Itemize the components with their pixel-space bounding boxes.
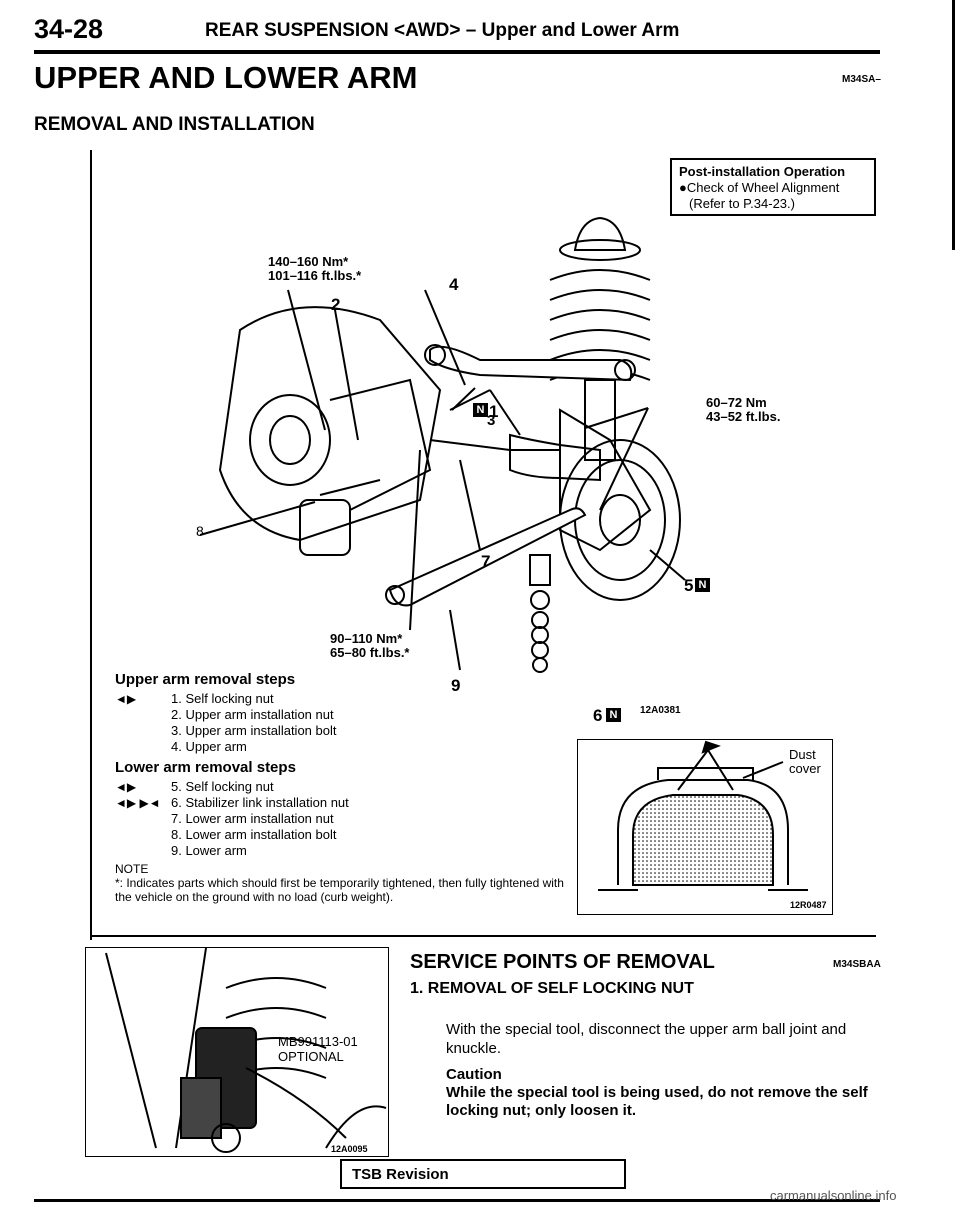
note: NOTE *: Indicates parts which should fir… xyxy=(115,862,575,904)
dust-figure-id: 12R0487 xyxy=(790,900,827,910)
post-installation-line1: ●Check of Wheel Alignment xyxy=(679,180,840,195)
special-tool-drawing xyxy=(105,947,387,1153)
torque-2-nm: 60–72 Nm xyxy=(706,395,767,410)
list-item: ◄▶ ▶◄6. Stabilizer link installation nut xyxy=(115,795,349,810)
new-part-mark-6: N xyxy=(606,708,621,722)
caution-label: Caution xyxy=(446,1066,502,1083)
tsb-revision-box: TSB Revision xyxy=(340,1159,626,1189)
watermark: carmanualsonline.info xyxy=(770,1188,897,1203)
dust-cover-label: Dust cover xyxy=(789,747,821,776)
header-rule xyxy=(34,50,880,54)
callout-9: 9 xyxy=(451,676,461,695)
special-tool-number: MB991113-01 xyxy=(278,1034,358,1049)
post-installation-box: Post-installation Operation ●Check of Wh… xyxy=(670,158,876,216)
callout-8: 8 xyxy=(196,523,204,539)
callout-5: 5 xyxy=(684,576,694,595)
callout-2: 2 xyxy=(331,295,341,314)
new-part-mark-1: N xyxy=(473,403,488,417)
section-code: M34SA– xyxy=(842,74,881,85)
list-item: ◄▶1. Self locking nut xyxy=(115,691,274,706)
side-rule xyxy=(952,0,955,250)
suspension-exploded-diagram xyxy=(199,216,686,673)
callout-7: 7 xyxy=(481,552,491,571)
service-title: SERVICE POINTS OF REMOVAL xyxy=(410,951,715,973)
dust-cover-inset: Dust cover 12R0487 xyxy=(577,739,833,915)
list-item: 7. Lower arm installation nut xyxy=(171,811,334,826)
service-subtitle: 1. REMOVAL OF SELF LOCKING NUT xyxy=(410,980,694,997)
section-vertical-rule xyxy=(90,150,92,940)
special-tool-note: OPTIONAL xyxy=(278,1049,344,1064)
torque-1-ft: 101–116 ft.lbs.* xyxy=(268,268,362,283)
header-title: REAR SUSPENSION <AWD> – Upper and Lower … xyxy=(205,20,680,41)
callout-4: 4 xyxy=(449,275,459,294)
list-item: 2. Upper arm installation nut xyxy=(171,707,334,722)
upper-steps-list: ◄▶1. Self locking nut 2. Upper arm insta… xyxy=(115,691,336,755)
callout-6: 6 xyxy=(593,706,603,725)
callout-1: 1 xyxy=(489,402,499,421)
subsection-title: REMOVAL AND INSTALLATION xyxy=(34,114,315,135)
post-installation-title: Post-installation Operation xyxy=(679,164,846,179)
list-item: ◄▶5. Self locking nut xyxy=(115,779,274,794)
section-title: UPPER AND LOWER ARM xyxy=(34,60,418,95)
caution-text: While the special tool is being used, do… xyxy=(446,1084,868,1119)
caution-block: Caution While the special tool is being … xyxy=(446,1066,878,1120)
note-label: NOTE xyxy=(115,862,149,876)
service-body: With the special tool, disconnect the up… xyxy=(446,1021,847,1057)
callout-3: 3 xyxy=(487,412,496,429)
post-installation-line2: (Refer to P.34-23.) xyxy=(689,196,795,211)
list-item: 8. Lower arm installation bolt xyxy=(171,827,337,842)
torque-3-nm: 90–110 Nm* xyxy=(330,631,403,646)
torque-1-nm: 140–160 Nm* xyxy=(268,254,349,269)
footer-rule xyxy=(34,1199,880,1202)
dust-cover-drawing xyxy=(598,740,808,891)
lower-steps-list: ◄▶5. Self locking nut ◄▶ ▶◄6. Stabilizer… xyxy=(115,779,349,859)
service-code: M34SBAA xyxy=(833,959,881,970)
list-item: 3. Upper arm installation bolt xyxy=(171,723,337,738)
note-text: *: Indicates parts which should first be… xyxy=(115,876,564,904)
lower-steps-title: Lower arm removal steps xyxy=(115,759,296,776)
torque-3-ft: 65–80 ft.lbs.* xyxy=(330,645,410,660)
section-horizontal-rule xyxy=(90,935,876,937)
page-number: 34-28 xyxy=(34,14,104,44)
photo-figure-id: 12A0095 xyxy=(331,1144,368,1154)
main-figure-id: 12A0381 xyxy=(640,705,681,716)
list-item: 4. Upper arm xyxy=(171,739,247,754)
list-item: 9. Lower arm xyxy=(171,843,247,858)
new-part-mark-5: N xyxy=(695,578,710,592)
special-tool-photo: MB991113-01 OPTIONAL 12A0095 xyxy=(85,947,389,1157)
upper-steps-title: Upper arm removal steps xyxy=(115,671,296,688)
torque-2-ft: 43–52 ft.lbs. xyxy=(706,409,781,424)
